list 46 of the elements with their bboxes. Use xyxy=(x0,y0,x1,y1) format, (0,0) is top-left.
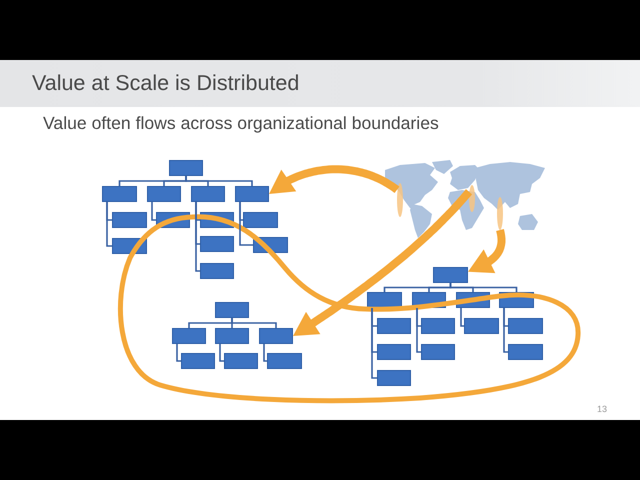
org-chart-box xyxy=(215,302,249,318)
org-chart-box xyxy=(102,186,137,202)
connector-line xyxy=(185,176,253,186)
org-chart-box xyxy=(508,344,543,360)
connector-line xyxy=(460,308,464,327)
org-chart-box xyxy=(235,186,269,202)
org-chart-box xyxy=(243,212,278,228)
connector-line xyxy=(176,344,181,362)
connector-line xyxy=(151,202,156,221)
org-chart-box xyxy=(147,186,181,202)
org-chart-box xyxy=(464,318,499,334)
org-chart-box xyxy=(200,236,234,252)
connector-line xyxy=(371,308,377,379)
slide-subtitle: Value often flows across organizational boundaries xyxy=(43,113,439,134)
org-chart-box xyxy=(267,353,302,369)
org-chart-box xyxy=(112,212,147,228)
connector-line xyxy=(219,344,224,362)
page-number: 13 xyxy=(597,404,608,414)
connector-line xyxy=(106,202,112,247)
connector-line xyxy=(239,202,253,246)
org-chart-box xyxy=(169,160,203,176)
org-chart-box xyxy=(421,318,455,334)
org-chart-box xyxy=(259,328,293,344)
org-chart-box xyxy=(433,267,468,283)
curved-arrow xyxy=(269,165,400,194)
org-chart-box xyxy=(377,344,411,360)
connector-line xyxy=(263,344,267,362)
connector-line xyxy=(195,202,200,272)
org-chart-box xyxy=(508,318,543,334)
org-chart-box xyxy=(421,344,455,360)
org-chart-box xyxy=(191,186,225,202)
org-chart-box xyxy=(367,292,402,308)
connector-line xyxy=(416,308,421,353)
org-chart-box xyxy=(377,318,411,334)
org-chart-box xyxy=(224,353,258,369)
curved-arrow xyxy=(468,228,506,274)
org-chart-box xyxy=(181,353,215,369)
org-chart-box xyxy=(377,370,411,386)
curved-arrow xyxy=(293,189,472,336)
org-chart-box xyxy=(200,263,234,279)
connector-line xyxy=(231,318,277,328)
connector-line xyxy=(450,283,518,292)
org-chart-box xyxy=(215,328,249,344)
org-chart-box xyxy=(172,328,206,344)
connector-line xyxy=(503,308,508,353)
slide-title: Value at Scale is Distributed xyxy=(32,71,300,96)
